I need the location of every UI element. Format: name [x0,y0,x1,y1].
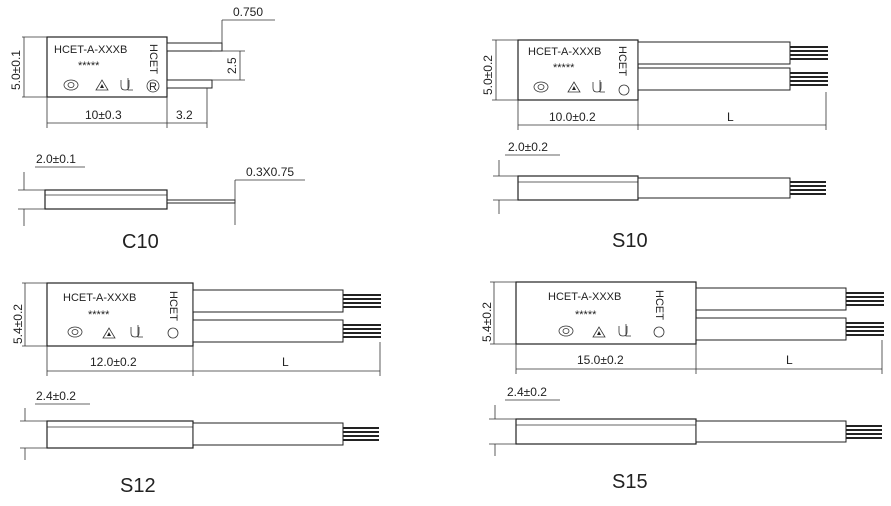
s10-top-view: HCET-A-XXXB ***** HCET 5.0±0.2 10.0±0.2 … [481,39,828,130]
cqc-icon [533,81,549,93]
s12-side-view: 2.4±0.2 S12 [20,389,379,497]
s10-wire-upper [637,41,791,65]
c10-height-dim: 5.0±0.1 [9,50,23,90]
s15-stars: ***** [575,309,597,321]
s15-wire-upper [695,287,847,311]
r-mark-icon [618,84,630,96]
s12-height-dim: 5.4±0.2 [11,304,25,344]
s10-wire-lower [637,67,791,91]
c10-thickness-dim: 2.0±0.1 [36,152,76,166]
s12-length-dim: 12.0±0.2 [90,355,137,369]
ul-recognized-icon [120,78,133,91]
triangle-cert-icon [592,326,606,338]
s12-top-view: HCET-A-XXXB ***** HCET 5.4±0.2 12.0±0.2 … [11,282,381,376]
s12-thickness-dim: 2.4±0.2 [36,389,76,403]
s10-stars: ***** [553,62,575,74]
s10-thickness-dim: 2.0±0.2 [508,140,548,154]
ul-recognized-icon [130,325,143,338]
s15-side-mark: HCET [653,290,665,320]
s10-lead-length-dim: L [727,110,734,124]
s15-wire-lower [695,317,847,341]
ul-recognized-icon [618,324,631,337]
s10-side-wire [637,177,791,199]
c10-stars: ***** [78,60,100,72]
c10-lead-length-dim: 3.2 [176,108,193,122]
c10-top-view: HCET-A-XXXB ***** HCET R 5.0±0.1 10±0.3 [9,5,275,128]
cqc-icon [558,325,574,337]
c10-lead-upper [166,42,223,52]
s10-side-body [517,175,639,201]
s12-side-mark: HCET [167,291,179,321]
c10-model-label: C10 [122,231,159,253]
s12-stars: ***** [88,309,110,321]
c10-lead-width-dim: 0.750 [233,5,263,19]
s12-marking: HCET-A-XXXB [63,292,136,304]
s15-marking: HCET-A-XXXB [548,291,621,303]
triangle-cert-icon [95,79,109,91]
r-mark-icon [167,327,179,339]
s12-lead-length-dim: L [282,355,289,369]
s15-side-body [515,418,697,445]
c10-side-body [44,189,168,210]
c10-side-mark: HCET [147,44,159,74]
s15-side-wire [695,420,847,443]
s10-side-wire-ends [790,181,826,195]
cqc-icon [63,79,79,91]
s12-wire-upper [192,289,344,313]
s15-thickness-dim: 2.4±0.2 [507,385,547,399]
s12-side-body [46,420,194,449]
triangle-cert-icon [567,81,581,93]
c10-length-dim: 10±0.3 [85,108,122,122]
s15-model-label: S15 [612,471,648,493]
s12-side-wire [192,422,344,446]
c10-lead-spacing-dim: 2.5 [225,57,239,74]
s10-wire-ends [790,46,828,86]
cqc-icon [67,326,83,338]
s15-side-wire-ends [846,425,882,439]
s15-length-dim: 15.0±0.2 [577,353,624,367]
s12-wire-lower [192,319,344,343]
s15-side-view: 2.4±0.2 S15 [489,385,882,493]
s15-height-dim: 5.4±0.2 [480,302,494,342]
s10-length-dim: 10.0±0.2 [549,110,596,124]
s10-marking: HCET-A-XXXB [528,46,601,58]
s12-model-label: S12 [120,475,156,497]
ul-recognized-icon [592,80,605,93]
s10-height-dim: 5.0±0.2 [481,55,495,95]
c10-marking: HCET-A-XXXB [54,44,127,56]
svg-text:R: R [149,81,157,93]
c10-lead-lower [166,79,213,89]
r-mark-icon: R [146,79,160,93]
r-mark-icon [653,326,665,338]
s10-body [517,39,639,101]
s15-body [515,281,697,345]
triangle-cert-icon [102,327,116,339]
s12-side-wire-ends [343,427,379,441]
c10-side-lead [166,199,236,204]
s15-lead-length-dim: L [786,353,793,367]
s15-wire-ends [846,292,884,336]
s12-wire-ends [343,294,381,338]
s10-side-mark: HCET [616,46,628,76]
c10-side-view: 2.0±0.1 0.3X0.75 C10 [18,152,305,253]
s10-side-view: 2.0±0.2 S10 [493,140,826,252]
s15-top-view: HCET-A-XXXB ***** HCET 5.4±0.2 15.0±0.2 … [480,281,884,374]
s10-model-label: S10 [612,230,648,252]
c10-lead-size-dim: 0.3X0.75 [246,165,294,179]
